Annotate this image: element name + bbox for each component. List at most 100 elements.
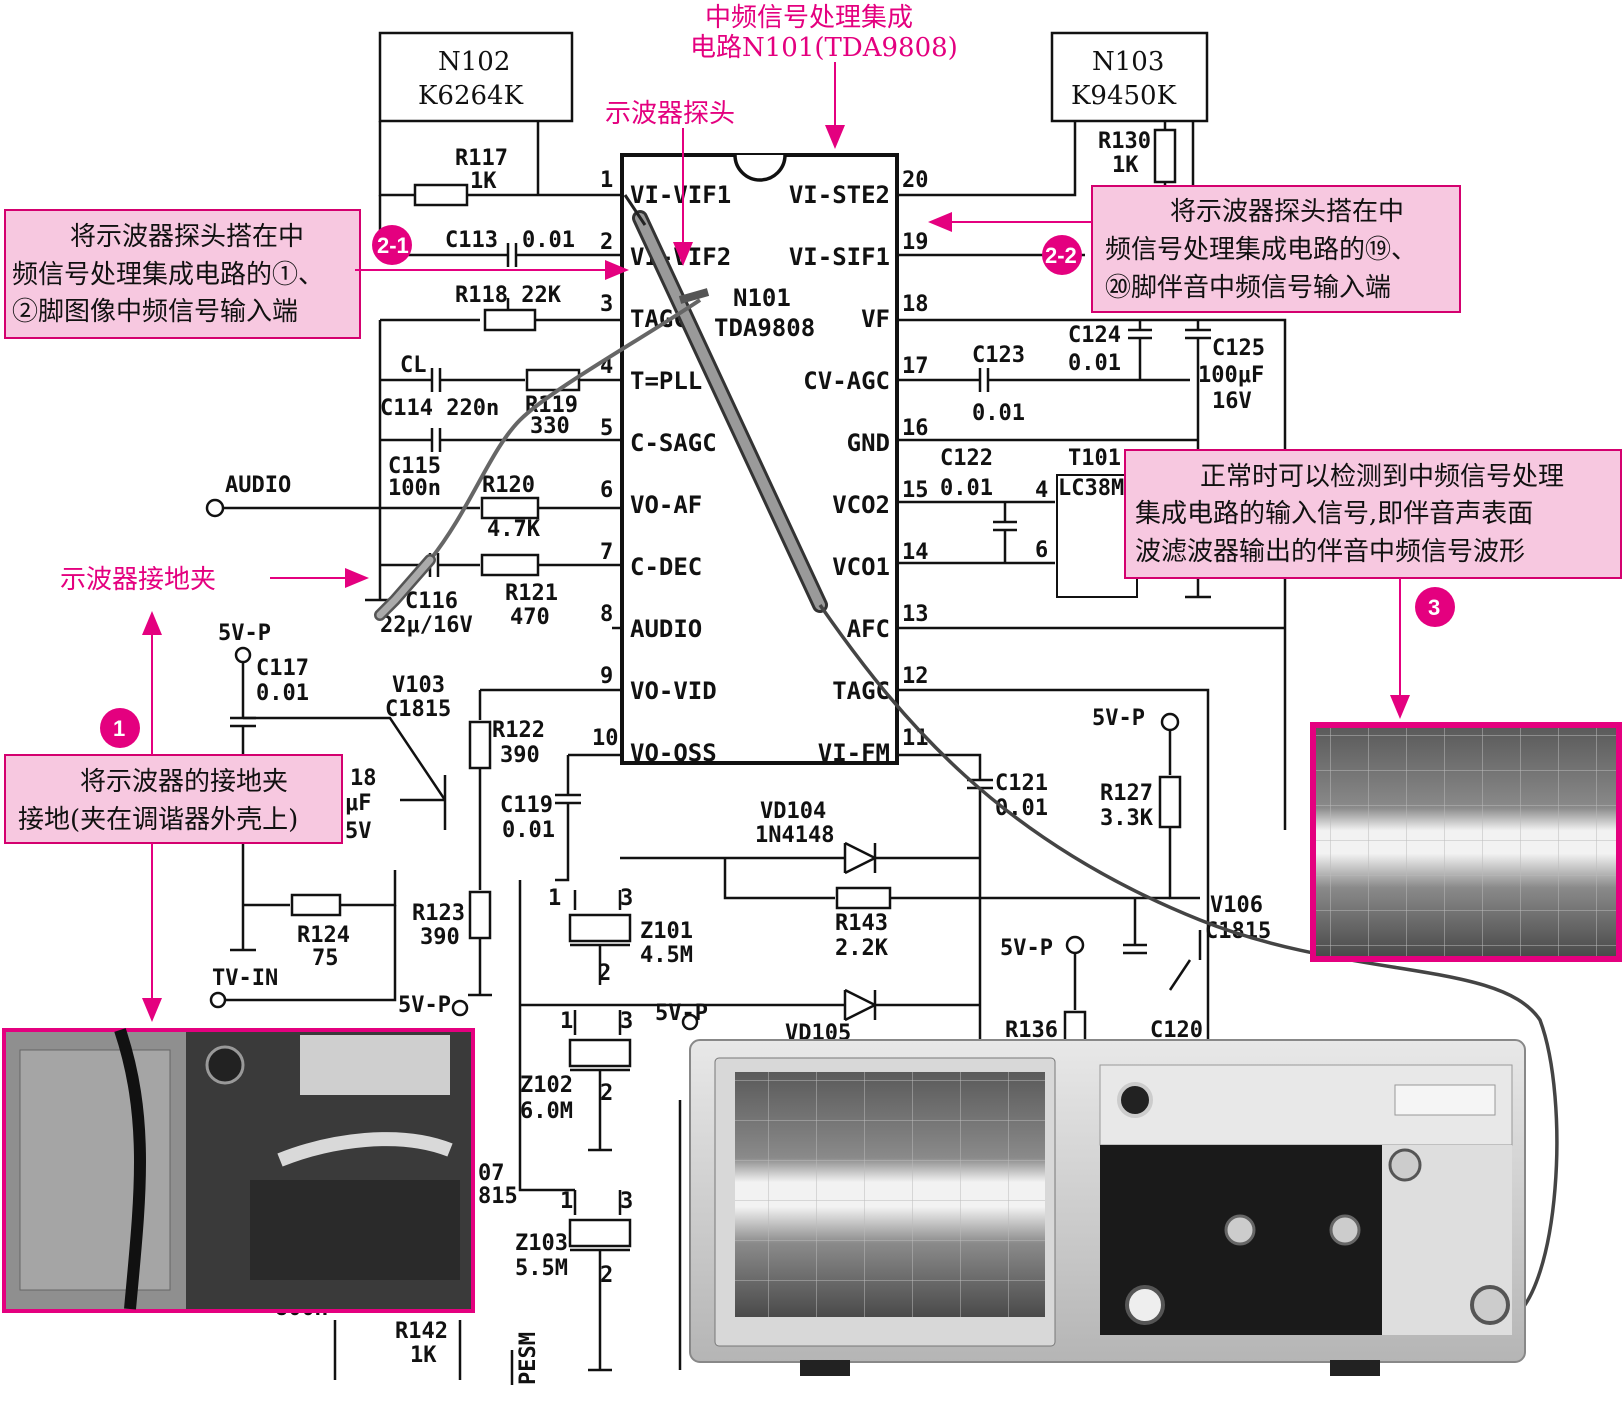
filter-bus [518,880,575,1192]
badge-1: 1 [100,708,140,748]
svg-text:Z101: Z101 [640,919,693,944]
ic-pin-name: VO-QSS [630,739,717,767]
svg-text:4.5M: 4.5M [640,943,693,968]
svg-text:18: 18 [350,766,377,791]
svg-text:3: 3 [620,1189,633,1214]
filter-z103 [568,1190,632,1372]
svg-text:C1815: C1815 [385,697,451,722]
svg-text:R117: R117 [455,146,508,171]
module-n102: N102 K6264K [378,31,574,123]
svg-text:100n: 100n [388,476,441,501]
ic-title-label: 中频信号处理集成 电路N101(TDA9808) [690,3,958,63]
svg-text:1K: 1K [410,1343,437,1368]
svg-text:100μF: 100μF [1198,363,1264,388]
svg-text:AUDIO: AUDIO [225,473,291,498]
oscilloscope [689,1039,1526,1376]
svg-text:2: 2 [598,961,611,986]
svg-text:0.01: 0.01 [1068,351,1121,376]
svg-text:16V: 16V [1212,389,1252,414]
ic-pin-number: 1 [600,168,613,193]
svg-text:4: 4 [1035,478,1048,503]
svg-text:C124: C124 [1068,323,1121,348]
svg-text:C123: C123 [972,343,1025,368]
svg-text:2.2K: 2.2K [835,936,889,961]
svg-text:②脚图像中频信号输入端: ②脚图像中频信号输入端 [12,297,298,327]
svg-text:VD104: VD104 [760,799,826,824]
svg-text:将示波器的接地夹: 将示波器的接地夹 [80,767,288,797]
badge-3: 3 [1415,587,1455,627]
ic-pin-number: 16 [902,416,929,441]
filter-z102 [568,1010,632,1152]
svg-text:470: 470 [510,605,550,630]
right-wiring [520,121,1287,1044]
svg-text:N102: N102 [438,47,510,77]
svg-text:LC38M: LC38M [1058,476,1124,501]
svg-text:C115: C115 [388,454,441,479]
svg-text:1K: 1K [1112,153,1139,178]
ic-pin-number: 19 [902,230,929,255]
ic-pin-number: 2 [600,230,613,255]
ic-pin-name: VO-AF [630,491,702,519]
svg-text:Z103: Z103 [515,1231,568,1256]
svg-text:5V: 5V [345,819,372,844]
ic-pin-number: 13 [902,602,929,627]
svg-text:5.5M: 5.5M [515,1256,568,1281]
svg-text:0.01: 0.01 [256,681,309,706]
ground-clip [374,554,436,621]
svg-text:1: 1 [548,886,561,911]
svg-text:C121: C121 [995,771,1048,796]
ic-pin-number: 11 [902,726,929,751]
svg-text:集成电路的输入信号,即伴音声表面: 集成电路的输入信号,即伴音声表面 [1135,499,1533,529]
svg-text:0.01: 0.01 [972,401,1025,426]
svg-text:Z102: Z102 [520,1073,573,1098]
svg-text:接地(夹在调谐器外壳上): 接地(夹在调谐器外壳上) [18,805,298,835]
svg-text:1K: 1K [470,169,497,194]
svg-text:μF: μF [345,791,372,816]
svg-text:中频信号处理集成: 中频信号处理集成 [705,3,913,33]
svg-text:K6264K: K6264K [418,81,524,111]
svg-text:2: 2 [600,1263,613,1288]
ic-pin-number: 3 [600,292,613,317]
ic-pin-number: 5 [600,416,613,441]
svg-text:R121: R121 [505,581,558,606]
ic-pin-number: 12 [902,664,929,689]
pcb-photo-inset [2,1028,475,1313]
badge-2-2: 2-2 [1042,235,1082,275]
svg-text:C113: C113 [445,228,498,253]
svg-text:C114 220n: C114 220n [380,396,499,421]
ic-pin-name: C-DEC [630,553,702,581]
svg-text:330: 330 [530,414,570,439]
svg-text:1: 1 [560,1009,573,1034]
svg-text:C125: C125 [1212,336,1265,361]
svg-text:R124: R124 [297,923,350,948]
svg-text:5V-P: 5V-P [655,1001,708,1026]
svg-text:频信号处理集成电路的⑲、: 频信号处理集成电路的⑲、 [1105,235,1417,265]
waveform-inset [1310,722,1622,962]
svg-text:V106: V106 [1210,893,1263,918]
callout-box-3: 正常时可以检测到中频信号处理 集成电路的输入信号,即伴音声表面 波滤波器输出的伴… [1124,449,1622,579]
ground-clip-label: 示波器接地夹 [60,565,216,595]
svg-text:⑳脚伴音中频信号输入端: ⑳脚伴音中频信号输入端 [1105,273,1391,303]
svg-text:R130: R130 [1098,129,1151,154]
svg-text:5V-P: 5V-P [1000,936,1053,961]
ic-pin-name: VCO1 [832,553,890,581]
svg-text:CL: CL [400,353,427,378]
ic-pin-number: 8 [600,602,613,627]
svg-text:R120: R120 [482,473,535,498]
svg-text:0.01: 0.01 [502,818,555,843]
svg-text:5V-P: 5V-P [218,621,271,646]
svg-text:6.0M: 6.0M [520,1099,573,1124]
ic-pin-name: VF [861,305,890,333]
svg-text:N103: N103 [1092,47,1164,77]
svg-text:0.01: 0.01 [522,228,575,253]
svg-text:C116: C116 [405,589,458,614]
callout-box-2-2: 将示波器探头搭在中 频信号处理集成电路的⑲、 ⑳脚伴音中频信号输入端 [1091,185,1461,313]
ic-pin-number: 14 [902,540,929,565]
svg-text:2-1: 2-1 [377,233,409,258]
svg-text:07: 07 [478,1161,505,1186]
ic-pin-name: TAGC [832,677,890,705]
component-labels: R117 1K C113 0.01 R118 22K CL C114 220n … [212,129,1271,1385]
svg-text:1: 1 [113,716,125,741]
ic-pin-name: VO-VID [630,677,717,705]
